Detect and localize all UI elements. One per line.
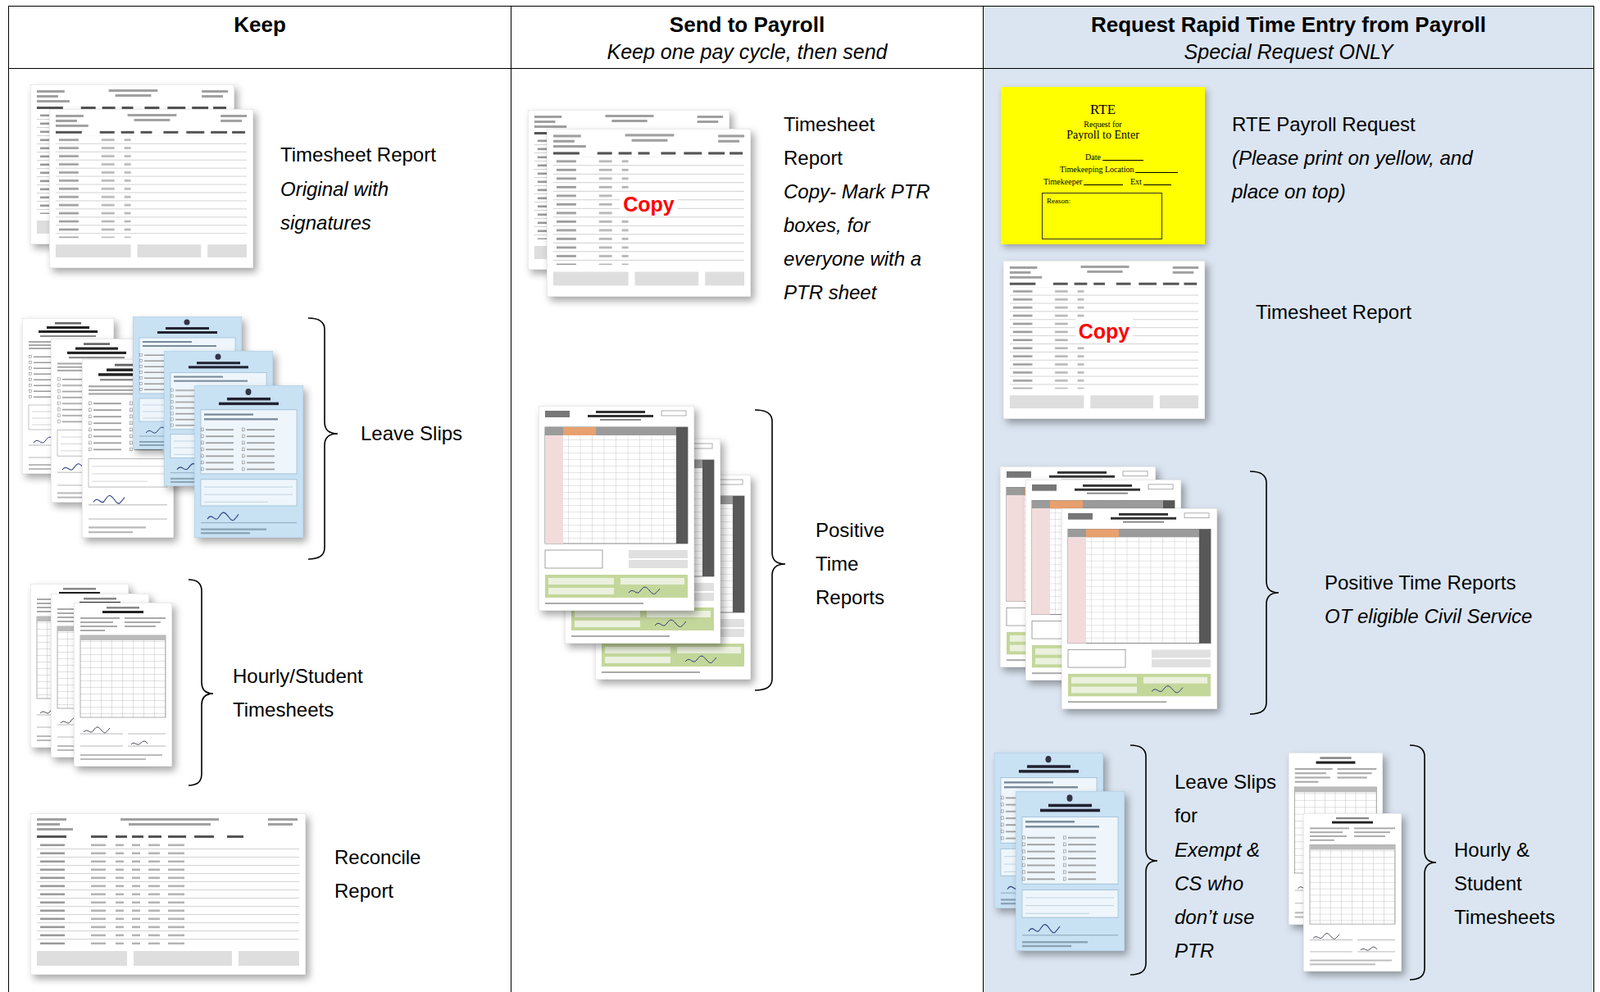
item-label: Hourly & Student Timesheets (1454, 832, 1578, 934)
rte-request-form: RTERequest forPayroll to EnterDateTimeke… (1000, 86, 1205, 245)
fill-in-line (1143, 184, 1172, 186)
form-text: Timekeeping Location (1059, 164, 1134, 175)
header-cell: Send to PayrollKeep one pay cycle, then … (511, 6, 983, 69)
item-label: Timesheet Report (1255, 295, 1502, 329)
item-label: Leave Slips for (1174, 764, 1278, 832)
form-text: RTE (1000, 101, 1205, 119)
rte-documents (994, 466, 1402, 972)
form-text: Ext (1130, 177, 1142, 187)
item-label: Timesheet Report (280, 137, 494, 172)
form-text: Request for (1000, 119, 1205, 130)
item-label: Timesheet Report (783, 107, 899, 175)
item-label: (Please print on yellow, and place on to… (1231, 140, 1487, 209)
item-label: OT eligible Civil Service (1324, 599, 1587, 633)
fill-in-line (1083, 184, 1123, 186)
copy-stamp: Copy (1075, 318, 1134, 344)
copy-stamp: Copy (619, 191, 678, 217)
item-label: Positive Time Reports (815, 513, 906, 614)
send-documents (527, 109, 751, 680)
fill-in-line (1102, 159, 1144, 161)
form-text: Reason: (1046, 196, 1071, 205)
item-label: RTE Payroll Request (1231, 107, 1503, 141)
item-label: Copy- Mark PTR boxes, for everyone with … (783, 174, 952, 310)
curly-bracket (188, 318, 1437, 980)
item-label: Positive Time Reports (1324, 565, 1587, 600)
column-subheading: Keep one pay cycle, then send (511, 38, 983, 65)
item-label: Reconcile Report (334, 840, 458, 908)
form-text: Timekeeper (1043, 177, 1082, 187)
column-subheading: Special Request ONLY (983, 38, 1594, 65)
form-text: Payroll to Enter (1000, 128, 1205, 142)
column-heading: Send to Payroll (511, 10, 983, 39)
form-text: Date (1085, 152, 1101, 163)
fill-in-line (1135, 172, 1178, 173)
column-heading: Keep (9, 10, 511, 39)
item-label: Original with signatures (280, 172, 457, 240)
header-cell: Keep (9, 6, 511, 69)
item-label: Leave Slips (360, 416, 500, 450)
document-copy: Copy (1003, 260, 1205, 419)
column-band: Send to PayrollKeep one pay cycle, then … (510, 5, 984, 992)
keep-documents (22, 84, 306, 975)
header-cell: Request Rapid Time Entry from PayrollSpe… (983, 6, 1594, 69)
item-label: Exempt & CS who don’t use PTR (1174, 832, 1278, 968)
item-label: Hourly/Student Timesheets (232, 659, 405, 727)
column-ground (982, 5, 1595, 992)
document-copy: Copy (546, 128, 751, 297)
column-heading: Request Rapid Time Entry from Payroll (983, 10, 1594, 39)
column-band: Keep (8, 5, 512, 992)
